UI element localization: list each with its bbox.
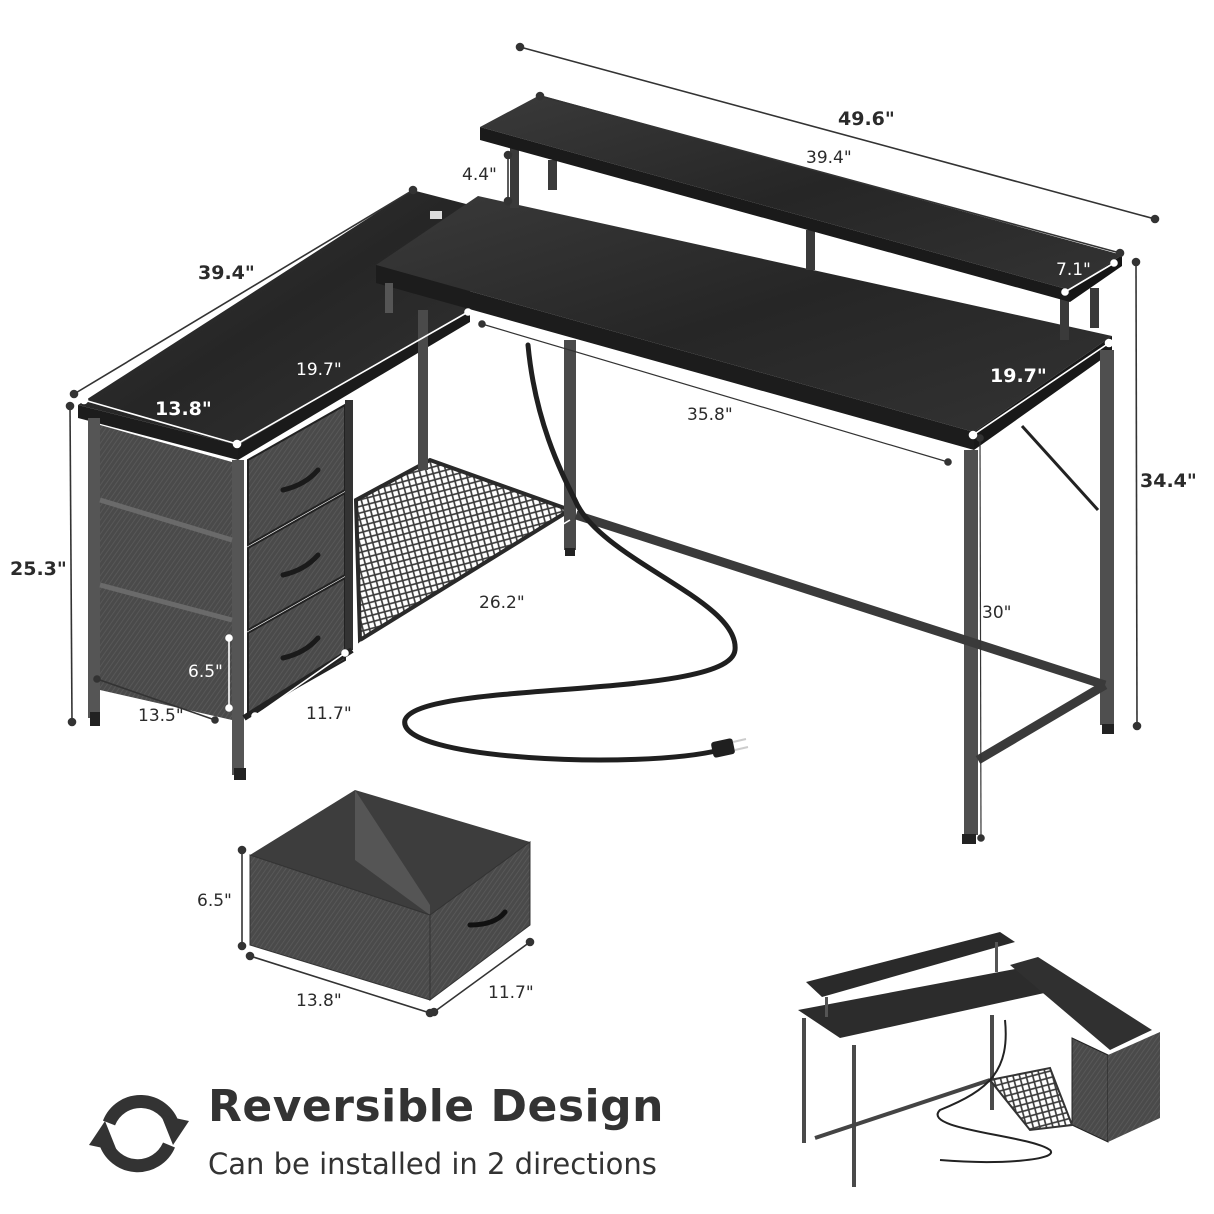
reversed-layout-thumbnail <box>798 932 1160 1187</box>
desk-illustration <box>78 95 1122 844</box>
dimension-lines <box>65 42 1160 1018</box>
dim-cabinet-height: 25.3" <box>10 558 67 580</box>
dim-side-width: 13.8" <box>155 398 212 420</box>
side-desktop <box>78 190 470 445</box>
main-desktop <box>376 196 1112 432</box>
dim-side-length: 39.4" <box>198 262 255 284</box>
power-outlet <box>430 211 442 219</box>
dim-shelf-length: 26.2" <box>479 593 525 613</box>
drawer-handle-icon <box>280 552 321 578</box>
dim-cabinet-side-depth: 13.5" <box>138 706 184 726</box>
drawer-detail-illustration <box>249 790 531 1001</box>
dim-drawer-front-width: 11.7" <box>306 704 352 724</box>
reverse-arrows-icon <box>89 1094 189 1173</box>
dim-monitor-stand-length: 39.4" <box>806 148 852 168</box>
drawer-handle-icon <box>280 635 321 661</box>
plug-icon <box>711 738 749 758</box>
feature-title: Reversible Design <box>208 1081 664 1132</box>
dim-desk-height: 30" <box>982 603 1012 623</box>
drawer-stack <box>247 403 346 717</box>
dim-legroom-width: 35.8" <box>687 405 733 425</box>
dim-monitor-stand-height: 4.4" <box>462 165 497 185</box>
dim-drawer-height: 6.5" <box>188 662 223 682</box>
drawer-handle-icon <box>280 467 321 493</box>
dim-drawer-detail-length: 13.8" <box>296 991 342 1011</box>
white-dimension-lines <box>79 259 1118 720</box>
dim-monitor-stand-depth: 7.1" <box>1056 260 1091 280</box>
dim-drawer-detail-width: 11.7" <box>488 983 534 1003</box>
dim-main-desk-depth: 19.7" <box>990 365 1047 387</box>
mesh-shelf <box>353 457 575 644</box>
power-cord <box>402 342 738 763</box>
feature-subtitle: Can be installed in 2 directions <box>208 1147 657 1181</box>
dim-drawer-detail-height: 6.5" <box>197 891 232 911</box>
dim-overall-length: 49.6" <box>838 108 895 130</box>
dim-side-inner-depth: 19.7" <box>296 360 342 380</box>
drawer-handle-icon <box>467 909 508 928</box>
cabinet-side-panel <box>100 425 232 720</box>
drawer-3[interactable] <box>247 576 346 717</box>
dim-overall-height: 34.4" <box>1140 470 1197 492</box>
